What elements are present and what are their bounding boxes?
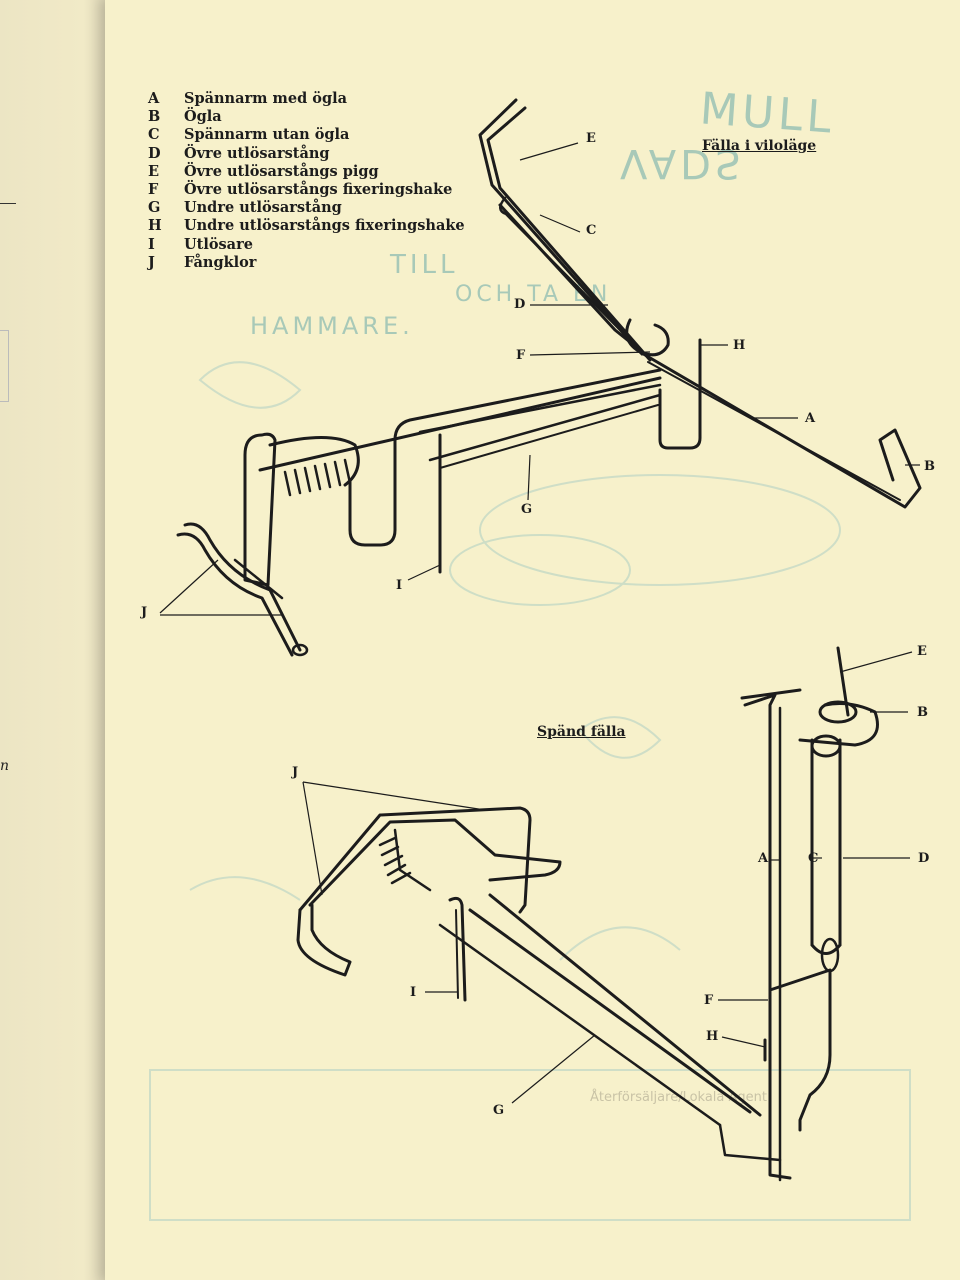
rest-label-c: C — [586, 223, 597, 238]
set-label-j: J — [292, 765, 299, 780]
rest-label-b: B — [924, 459, 935, 474]
page-edge-text: n — [0, 758, 10, 774]
trap-set-leaders — [302, 651, 913, 1104]
rest-label-h: H — [733, 338, 746, 353]
set-spring — [378, 836, 412, 885]
rest-trap-title: Fälla i viloläge — [702, 138, 817, 154]
set-label-b: B — [917, 705, 928, 720]
instruction-sheet — [105, 0, 960, 1280]
trap-rest-drawing — [176, 98, 922, 657]
rest-label-d: D — [514, 297, 526, 312]
set-label-i: I — [410, 985, 417, 1000]
set-label-f: F — [704, 993, 714, 1008]
set-label-a: A — [758, 851, 769, 866]
rest-label-i: I — [396, 578, 403, 593]
spring — [283, 458, 352, 497]
faint-print-5: HAMMARE. — [250, 312, 414, 340]
previous-page-edge: n — [0, 0, 105, 1280]
set-label-g: G — [493, 1103, 505, 1118]
set-label-d: D — [918, 851, 930, 866]
set-trap-title: Spänd fälla — [537, 724, 626, 740]
faint-print-3: TILL — [390, 250, 459, 280]
trap-rest-leaders — [159, 142, 920, 616]
set-label-c: C — [808, 851, 819, 866]
divider-line — [0, 203, 16, 204]
rest-label-a: A — [805, 411, 816, 426]
rest-label-g: G — [521, 502, 533, 517]
faint-background-art — [149, 361, 911, 1221]
rest-label-f: F — [516, 348, 526, 363]
rest-label-j: J — [141, 605, 148, 620]
set-label-e: E — [917, 644, 927, 659]
page-edge-box — [0, 330, 9, 402]
set-label-h: H — [706, 1029, 719, 1044]
rest-label-e: E — [586, 131, 596, 146]
trap-set-drawing — [296, 646, 879, 1182]
